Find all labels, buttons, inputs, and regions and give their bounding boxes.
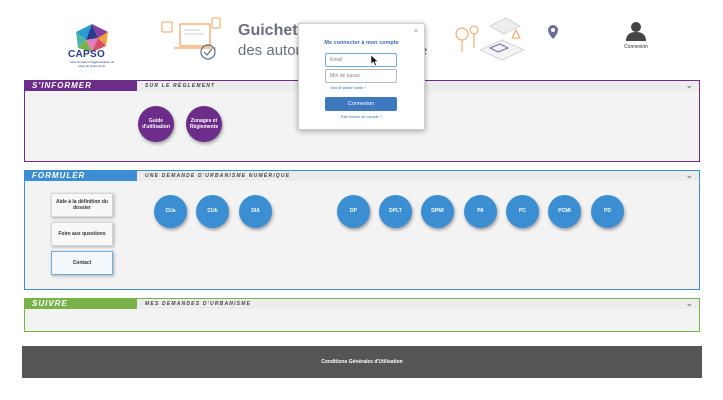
circle-dpmi-button[interactable]: DPMI: [421, 195, 454, 228]
user-label: Connexion: [624, 44, 648, 50]
mouse-cursor-icon: [371, 55, 379, 66]
logo-text: CAPSO: [68, 49, 106, 60]
circle-dplt-button[interactable]: DPLT: [379, 195, 412, 228]
zonages-reglements-button[interactable]: Zonages et Règlements: [186, 106, 222, 142]
login-popup: × Me connecter à mon compte Mot de passe…: [298, 23, 425, 130]
section-header: FORMULER UNE DEMANDE D'URBANISME NUMÉRIQ…: [25, 170, 699, 181]
login-title: Me connecter à mon compte: [324, 40, 399, 46]
circle-pa-button[interactable]: PA: [464, 195, 497, 228]
cgu-link[interactable]: Conditions Générales d'Utilisation: [321, 359, 403, 365]
circle-pd-button[interactable]: PD: [591, 195, 624, 228]
forgot-password-link[interactable]: Mot de passe oublié ?: [331, 86, 367, 90]
circle-pc-button[interactable]: PC: [506, 195, 539, 228]
logo-subtext: Communauté d'Agglomération du Pays de Sa…: [69, 60, 115, 68]
signup-link[interactable]: Pas encore de compte ?: [340, 115, 383, 119]
chevron-down-icon[interactable]: ⌄: [685, 80, 693, 90]
section-caption: MES DEMANDES D'URBANISME: [145, 301, 252, 307]
urban-map-illustration-icon: [455, 17, 558, 61]
circle-cub-button[interactable]: CUb: [196, 195, 229, 228]
circle-pcmi-button[interactable]: PCMI: [548, 195, 581, 228]
user-icon: [626, 22, 646, 41]
hero-subtitle: des autor: [238, 42, 301, 59]
password-input[interactable]: [325, 69, 397, 83]
guide-utilisation-button[interactable]: Guide d'utilisation: [138, 106, 174, 142]
section-tag: FORMULER: [25, 171, 137, 181]
circle-cua-button[interactable]: CUa: [154, 195, 187, 228]
circle-dp-button[interactable]: DP: [337, 195, 370, 228]
faq-button[interactable]: Foire aux questions: [51, 222, 113, 246]
capso-logo-icon[interactable]: [64, 12, 120, 72]
email-input[interactable]: [325, 53, 397, 67]
section-caption: SUR LE RÈGLEMENT: [145, 83, 216, 89]
circle-dia-button[interactable]: DIA: [239, 195, 272, 228]
close-icon[interactable]: ×: [413, 28, 418, 35]
section-header: SUIVRE MES DEMANDES D'URBANISME ⌄: [25, 298, 699, 309]
aide-definition-button[interactable]: Aide à la définition du dossier: [51, 193, 113, 217]
section-caption: UNE DEMANDE D'URBANISME NUMÉRIQUE: [145, 173, 291, 179]
connexion-button[interactable]: Connexion: [325, 97, 397, 111]
contact-button[interactable]: Contact: [51, 251, 113, 275]
section-tag: S'INFORMER: [25, 81, 137, 91]
chevron-down-icon[interactable]: ⌄: [685, 298, 693, 308]
chevron-down-icon[interactable]: ⌄: [685, 170, 693, 180]
laptop-illustration-icon: [161, 17, 221, 60]
section-suivre: SUIVRE MES DEMANDES D'URBANISME ⌄: [24, 298, 700, 332]
section-tag: SUIVRE: [25, 299, 137, 309]
login-user-button[interactable]: Connexion: [616, 20, 656, 56]
section-formuler: FORMULER UNE DEMANDE D'URBANISME NUMÉRIQ…: [24, 170, 700, 290]
hero-title: Guichet n: [238, 22, 312, 39]
footer: Conditions Générales d'Utilisation: [22, 346, 702, 378]
